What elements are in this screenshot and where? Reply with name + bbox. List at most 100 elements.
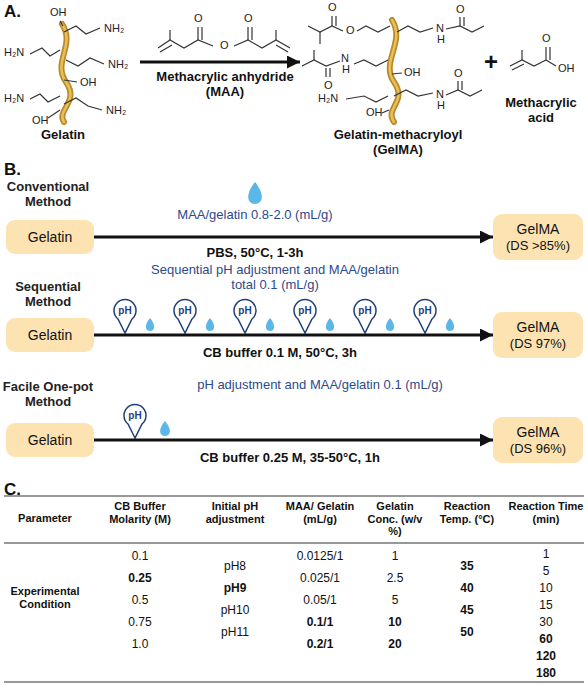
side-chain-bond [457,81,458,90]
ph-pin [124,405,146,438]
side-chain-bond [313,50,314,60]
table-cell: 40 [432,582,502,596]
atom-label: O [220,39,229,52]
material-box: Gelatin [6,423,94,457]
side-chain-bond [463,17,464,26]
method-name: Sequential Method [0,280,96,310]
atom-label: OH [404,66,421,79]
side-chain-bond [48,110,60,118]
ph-marker: pH [233,305,257,317]
reaction-arrow [94,334,493,337]
gelatin-chain [61,24,70,122]
table-header: Gelatin Conc. (w/v %) [360,500,430,538]
table-cell: 0.0125/1 [285,550,355,564]
side-chain-bond [461,81,462,90]
table-cell: 1 [360,550,430,564]
atom-label: OH [50,6,67,19]
table-cell: 0.25 [95,572,185,586]
table-cell: 50 [432,626,502,640]
reagent-drop [326,318,334,331]
table-cell: 0.1/1 [285,616,355,630]
side-chain-bond [319,32,320,44]
reaction-arrow [94,439,493,442]
table-cell: 35 [432,560,502,574]
table-cell: 2.5 [360,572,430,586]
side-chain-bond [30,16,556,118]
side-chain-bond [546,60,556,66]
table-header: Initial pH adjustment [190,500,280,525]
table-cell: 1 [508,548,584,562]
table-cell: 0.025/1 [285,572,355,586]
table-cell: 45 [432,604,502,618]
side-chain-bond [335,16,336,26]
atom-label: N [436,88,444,101]
table-cell: 5 [508,565,584,579]
reagent-condition: pH adjustment and MAA/gelatin 0.1 (mL/g) [180,378,460,393]
side-chain-bond [329,68,330,77]
atom-label: H [437,33,445,46]
side-chain-bond [64,98,102,110]
side-chain-bond [354,60,388,66]
box-text: Gelatin [28,229,72,246]
table-header: Reaction Temp. (°C) [432,500,502,525]
table-cell: 0.05/1 [285,594,355,608]
side-chain-bond [30,48,60,56]
ph-pin [234,300,256,333]
side-chain-bond [545,47,546,60]
table-cell: 120 [508,650,584,664]
box-text: GelMA [517,319,560,336]
atom-label: OH [80,76,97,89]
caption-label: CB buffer 0.1 M, 50°C, 3h [180,346,380,361]
product-box: GelMA(DS >85%) [493,214,583,260]
reagent-drop [146,318,154,331]
side-chain-bond [392,73,402,74]
side-chain-bond [346,96,388,102]
side-chain-bond [247,27,248,40]
atom-label: NH₂ [106,104,126,117]
reagent-condition: MAA/gelatin 0.8-2.0 (mL/g) [150,208,360,223]
table-cell: 10 [360,616,430,630]
atom-label: OH [366,106,383,119]
product-box: GelMA(DS 97%) [493,312,583,358]
side-chain-bond [66,58,104,66]
side-chain-bond [512,64,524,70]
box-text: (DS 96%) [510,441,566,457]
side-chain-bond [64,80,77,82]
ph-pin [114,300,136,333]
atom-label: OH [558,62,575,75]
panel-letter: B. [4,160,21,180]
side-chain-bond [382,110,389,113]
reagent-drop [386,318,394,331]
side-chain-bond [357,26,390,32]
ph-pin [354,300,376,333]
atom-label: O [456,3,465,16]
ph-marker: pH [123,410,147,422]
side-chain-bond [394,90,433,96]
caption-label: PBS, 50°C, 1-3h [190,246,320,261]
table-cell: 0.1 [95,550,185,564]
caption-label: CB buffer 0.25 M, 35-50°C, 1h [170,451,410,466]
side-chain-bond [234,40,290,48]
box-text: (DS >85%) [506,238,570,254]
reagent-condition: Sequential pH adjustment and MAA/gelatin… [150,263,400,293]
gelatin-chain [61,20,398,122]
side-chain-bond [549,47,550,60]
side-chain-bond [521,50,522,60]
ph-marker: pH [293,305,317,317]
box-text: (DS 97%) [510,336,566,352]
reagent-drop [446,318,454,331]
atom-label: O [328,1,337,14]
atom-label: OH [32,114,49,127]
side-chain-bond [459,17,460,26]
plus-sign: + [484,48,498,76]
table-rule [4,681,584,682]
atom-label: H₂N [4,46,24,59]
method-name: Conventional Method [0,180,96,210]
reaction-arrow [94,236,493,239]
material-box: Gelatin [6,220,94,254]
side-chain-bond [160,45,172,52]
atom-label: O [324,79,333,92]
side-chain-bond [201,27,202,40]
reagent-drop [206,318,214,331]
ph-marker: pH [173,305,197,317]
